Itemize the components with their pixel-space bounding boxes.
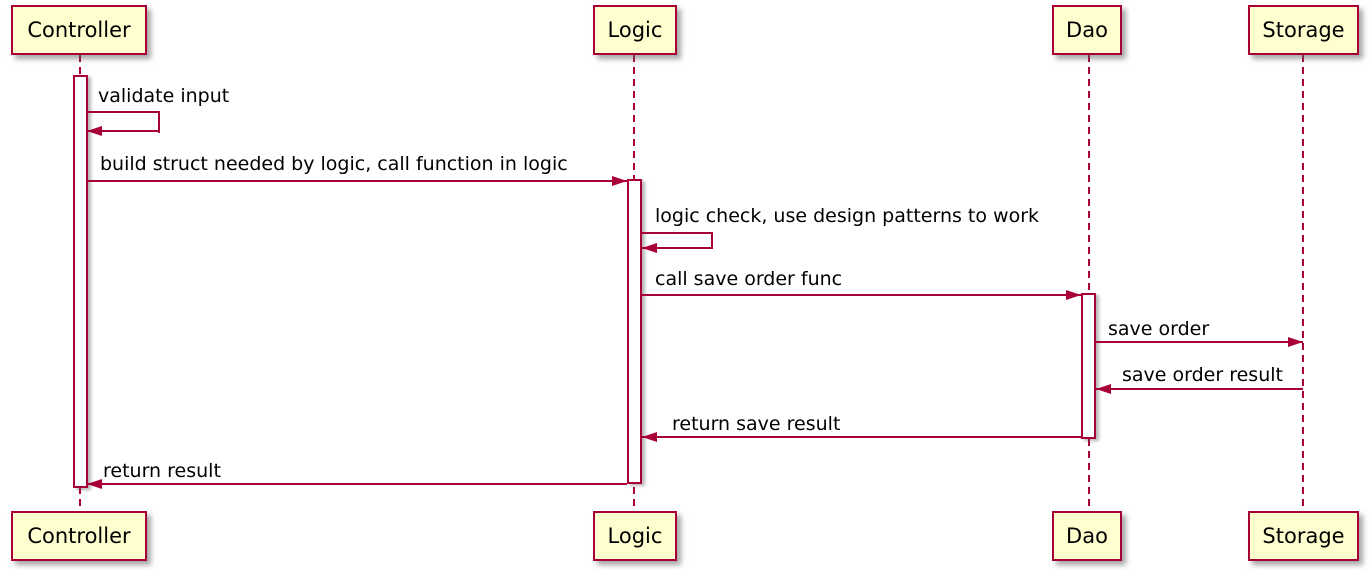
participant-label: Logic: [607, 524, 663, 548]
arrow-head-left: [1096, 384, 1111, 394]
activation-logic: [627, 179, 642, 484]
arrow-head-left: [87, 479, 102, 489]
participant-label: Logic: [607, 18, 663, 42]
arrow-head-right: [1288, 337, 1303, 347]
participant-top-logic: Logic: [593, 5, 677, 55]
message-label-call-save-order: call save order func: [655, 268, 843, 290]
message-line: [642, 247, 713, 249]
participant-label: Storage: [1262, 524, 1345, 548]
message-line: [87, 111, 160, 113]
participant-bottom-controller: Controller: [11, 511, 147, 561]
message-label-return-result: return result: [103, 460, 221, 482]
participant-label: Dao: [1066, 18, 1108, 42]
lifeline-dao: [1088, 55, 1090, 512]
message-label-build-struct: build struct needed by logic, call funct…: [100, 153, 568, 175]
participant-label: Dao: [1066, 524, 1108, 548]
message-line: [87, 180, 627, 182]
message-label-logic-check: logic check, use design patterns to work: [655, 205, 1040, 227]
activation-dao: [1081, 293, 1096, 439]
message-line: [642, 294, 1081, 296]
message-label-validate-input: validate input: [98, 85, 230, 107]
message-line: [87, 130, 160, 132]
message-line: [711, 232, 713, 249]
message-line: [158, 111, 160, 133]
message-label-save-order-result: save order result: [1122, 364, 1283, 386]
lifeline-storage: [1302, 55, 1304, 512]
participant-bottom-logic: Logic: [593, 511, 677, 561]
message-line: [642, 436, 1081, 438]
participant-label: Controller: [27, 18, 131, 42]
message-line: [642, 232, 713, 234]
activation-controller: [73, 75, 88, 488]
message-line: [1096, 388, 1303, 390]
arrow-head-right: [1066, 290, 1081, 300]
message-label-return-save-result: return save result: [672, 413, 841, 435]
arrow-head-left: [642, 432, 657, 442]
participant-label: Controller: [27, 524, 131, 548]
participant-top-dao: Dao: [1052, 5, 1122, 55]
message-label-save-order: save order: [1108, 318, 1210, 340]
participant-top-storage: Storage: [1248, 5, 1359, 55]
participant-bottom-storage: Storage: [1248, 511, 1359, 561]
message-line: [1096, 341, 1303, 343]
message-line: [87, 483, 627, 485]
participant-bottom-dao: Dao: [1052, 511, 1122, 561]
arrow-head-left: [642, 243, 657, 253]
arrow-head-right: [612, 176, 627, 186]
participant-label: Storage: [1262, 18, 1345, 42]
participant-top-controller: Controller: [11, 5, 147, 55]
arrow-head-left: [87, 126, 102, 136]
